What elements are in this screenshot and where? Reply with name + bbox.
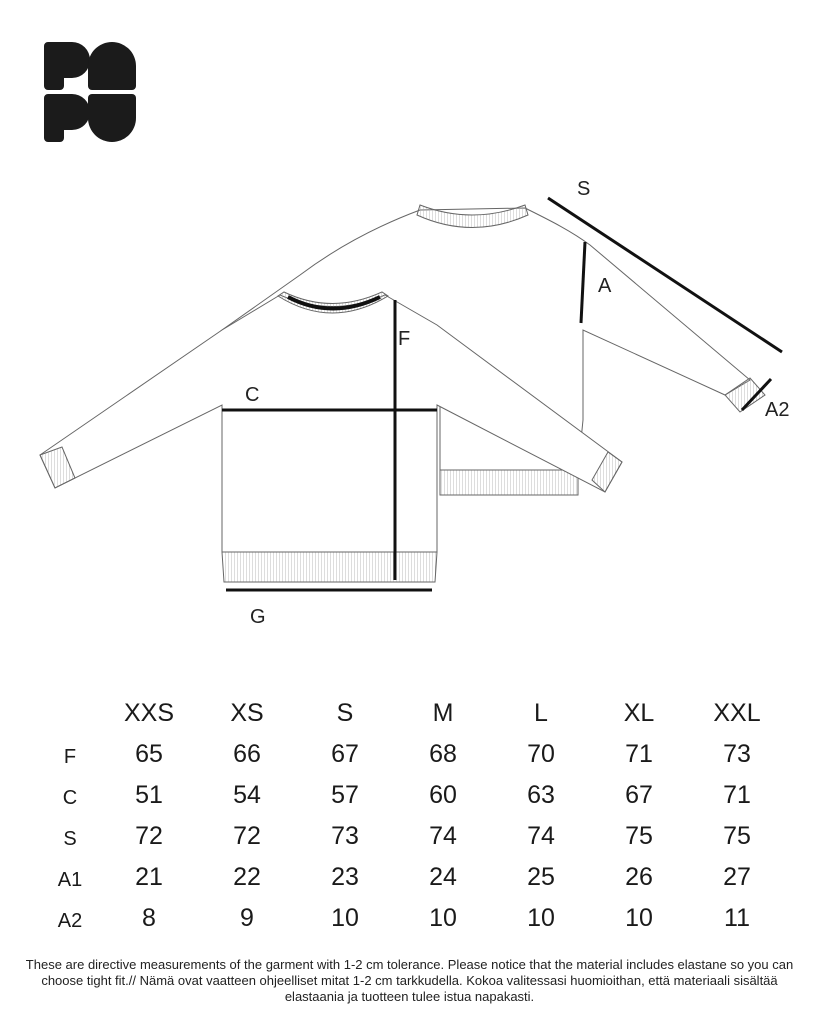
measurement-cell: 72 xyxy=(233,821,261,850)
measurement-cell: 75 xyxy=(723,821,751,850)
measurement-cell: 75 xyxy=(625,821,653,850)
measurement-cell: 72 xyxy=(135,821,163,850)
measurement-cell: 8 xyxy=(142,903,156,932)
measurement-cell: 9 xyxy=(240,903,254,932)
back-view xyxy=(220,204,766,496)
measurement-cell: 67 xyxy=(625,780,653,809)
label-F: F xyxy=(398,328,411,350)
measure-S xyxy=(547,196,783,354)
size-header: XXL xyxy=(713,698,761,727)
size-header: XS xyxy=(230,698,264,727)
measurement-cell: 24 xyxy=(429,862,457,891)
measurement-cell: 65 xyxy=(135,739,163,768)
measurement-cell: 21 xyxy=(135,862,163,891)
measurement-cell: 70 xyxy=(527,739,555,768)
measure-A2 xyxy=(740,377,773,412)
measurement-cell: 71 xyxy=(625,739,653,768)
row-label: A1 xyxy=(57,868,83,891)
measurement-cell: 68 xyxy=(429,739,457,768)
measurement-lines xyxy=(222,196,783,592)
size-header: XL xyxy=(623,698,655,727)
measurement-cell: 74 xyxy=(429,821,457,850)
measurement-cell: 27 xyxy=(723,862,751,891)
measurement-cell: 10 xyxy=(331,903,359,932)
sweater-diagram xyxy=(39,196,783,592)
tolerance-note: These are directive measurements of the … xyxy=(25,957,794,1004)
measurement-cell: 66 xyxy=(233,739,261,768)
measurement-cell: 25 xyxy=(527,862,555,891)
label-S: S xyxy=(577,178,591,200)
measurement-cell: 73 xyxy=(723,739,751,768)
measurement-cell: 71 xyxy=(723,780,751,809)
size-header: L xyxy=(534,698,548,727)
measurement-cell: 73 xyxy=(331,821,359,850)
measure-A xyxy=(579,241,587,324)
measurement-cell: 22 xyxy=(233,862,261,891)
measurement-cell: 10 xyxy=(527,903,555,932)
row-label: A2 xyxy=(57,909,83,932)
measurement-cell: 10 xyxy=(625,903,653,932)
measurement-cell: 11 xyxy=(724,903,750,932)
row-label: F xyxy=(63,745,77,768)
measurement-cell: 60 xyxy=(429,780,457,809)
measurement-cell: 67 xyxy=(331,739,359,768)
label-A2: A2 xyxy=(765,399,790,421)
size-header: M xyxy=(432,698,454,727)
size-header: XXS xyxy=(123,698,175,727)
measurement-cell: 74 xyxy=(527,821,555,850)
row-label: C xyxy=(62,786,78,809)
row-label: S xyxy=(63,827,77,850)
measurement-cell: 57 xyxy=(331,780,359,809)
measurement-cell: 10 xyxy=(429,903,457,932)
measurement-cell: 26 xyxy=(625,862,653,891)
front-view xyxy=(39,291,623,583)
label-G: G xyxy=(250,606,266,628)
papu-logo xyxy=(44,42,136,142)
label-C: C xyxy=(245,384,260,406)
measurement-cell: 51 xyxy=(135,780,163,809)
measurement-cell: 63 xyxy=(527,780,555,809)
measurement-cell: 54 xyxy=(233,780,261,809)
table-corner xyxy=(40,692,100,733)
measurement-cell: 23 xyxy=(331,862,359,891)
size-header: S xyxy=(336,698,354,727)
label-A: A xyxy=(598,275,612,297)
